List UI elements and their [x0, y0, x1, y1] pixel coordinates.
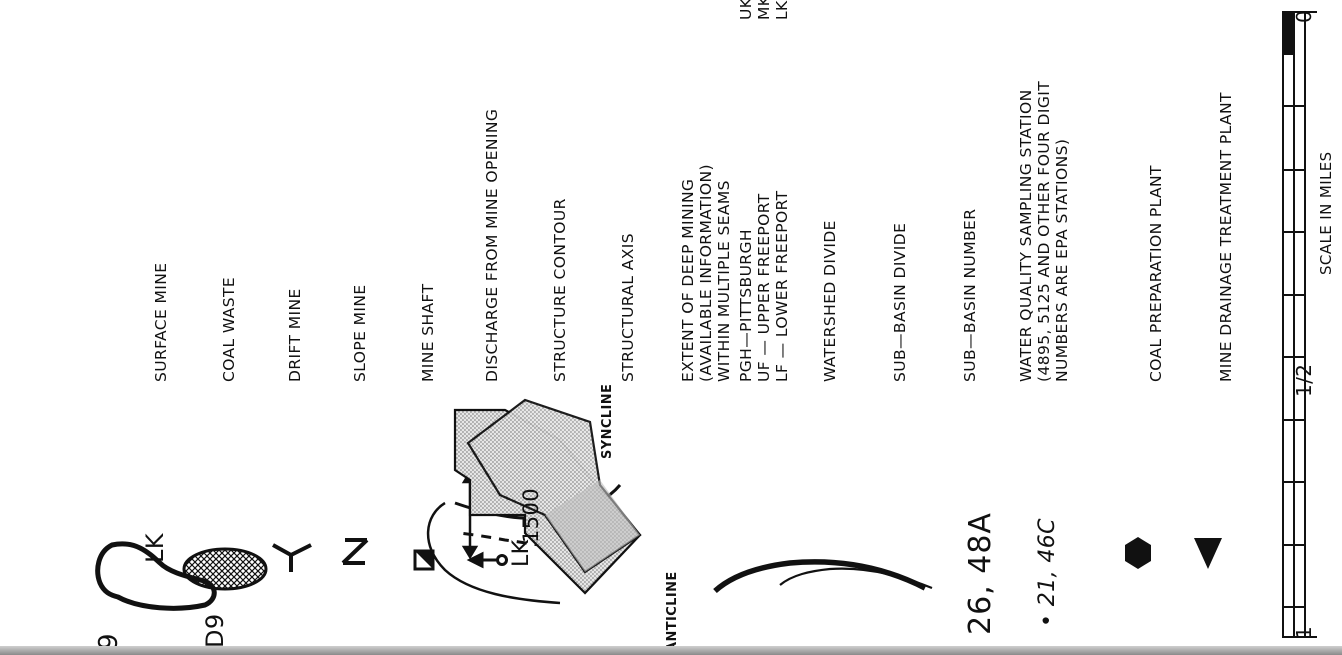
drainage-treatment-plant-icon: [1194, 538, 1222, 569]
deep-mining-extent-icon: [453, 398, 642, 595]
seam-left-2: UF — UPPER FREEPORT: [755, 193, 773, 382]
coal-waste-label: COAL WASTE: [220, 276, 238, 382]
seam-right-1: UK — UPPER KITTANNING: [737, 0, 755, 20]
page-bottom-edge: [0, 646, 1342, 655]
deep-mining-line-2: (AVAILABLE INFORMATION): [697, 164, 715, 382]
sub-basin-number-label: SUB—BASIN NUMBER: [961, 208, 979, 382]
sub-basin-divide-line: [779, 567, 933, 590]
seam-left-3: LF — LOWER FREEPORT: [773, 190, 791, 382]
mine-shaft-label: MINE SHAFT: [419, 283, 437, 382]
mine-shaft-icon: [413, 549, 435, 571]
structure-contour-elevation: 1500: [519, 487, 543, 543]
slope-mine-label: SLOPE MINE: [351, 284, 369, 382]
water-quality-line-2: (4895, 5125 AND OTHER FOUR DIGIT: [1035, 80, 1053, 382]
water-quality-line-1: WATER QUALITY SAMPLING STATION: [1017, 89, 1035, 382]
seam-left-1: PGH—PITTSBURGH: [737, 229, 755, 382]
surface-mine-mark-seam: LK: [141, 533, 169, 563]
watershed-divide-line: [713, 559, 927, 594]
deep-mining-line-1: EXTENT OF DEEP MINING: [679, 178, 697, 382]
scale-bar: [1282, 11, 1317, 638]
structure-contour-line: [426, 501, 561, 605]
discharge-icon: [466, 551, 508, 569]
scale-zero-label: 0: [1292, 9, 1316, 23]
syncline-label: SYNCLINE: [600, 383, 615, 459]
structure-contour-label: STRUCTURE CONTOUR: [551, 198, 569, 382]
seam-right-2: MK—MIDDLE KITTANNING: [755, 0, 773, 20]
seam-right-3: LK — LOWER KITTANNING: [773, 0, 791, 20]
surface-mine-mark-bottom: D9: [201, 613, 229, 648]
drainage-treatment-plant-label: MINE DRAINAGE TREATMENT PLANT: [1217, 92, 1235, 382]
coal-prep-plant-icon: [1125, 537, 1151, 569]
anticline-label: ANTICLINE: [665, 571, 680, 652]
coal-prep-plant-label: COAL PREPARATION PLANT: [1147, 165, 1165, 382]
deep-mining-line-3: WITHIN MULTIPLE SEAMS: [715, 180, 733, 382]
sub-basin-divide-label: SUB—BASIN DIVIDE: [891, 222, 909, 382]
water-quality-example: • 21, 46C: [1035, 518, 1060, 627]
drift-mine-label: DRIFT MINE: [286, 288, 304, 382]
watershed-divide-label: WATERSHED DIVIDE: [821, 220, 839, 382]
structure-contour-seam: LK: [509, 539, 534, 567]
scale-half-label: 1/2: [1292, 363, 1316, 397]
water-quality-line-3: NUMBERS ARE EPA STATIONS): [1053, 138, 1071, 382]
scale-caption: SCALE IN MILES: [1317, 151, 1335, 275]
slope-mine-icon: [341, 538, 369, 565]
surface-mine-label: SURFACE MINE: [152, 262, 170, 382]
discharge-label: DISCHARGE FROM MINE OPENING: [483, 108, 501, 382]
structural-axis-label: STRUCTURAL AXIS: [619, 233, 637, 382]
sub-basin-number-example: 26, 48A: [963, 512, 998, 635]
coal-waste-icon: [182, 547, 268, 591]
drift-mine-icon: [272, 543, 312, 572]
scale-one-label: 1: [1292, 625, 1316, 639]
surface-mine-outline-icon: [95, 541, 217, 611]
